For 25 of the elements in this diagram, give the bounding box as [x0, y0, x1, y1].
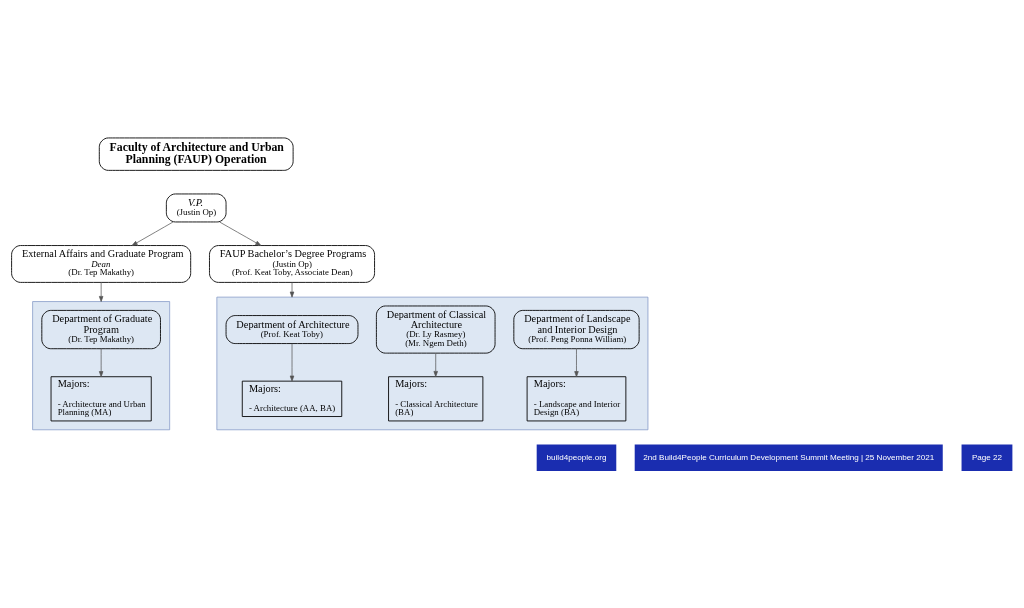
label: Page 22	[971, 452, 1003, 462]
node-box: Majors: - Architecture (AA, BA)	[241, 380, 343, 417]
node-box: V.P. (Justin Op)	[165, 193, 227, 222]
node-box: Majors: - Classical Architecture (BA)	[388, 375, 484, 421]
node-box: Department of Graduate Program (Dr. Tep Makathy)	[41, 309, 161, 349]
node-box: Majors: - Architecture and Urban Planning (MA)	[50, 375, 152, 421]
node-box: Department of Classical Architecture (Dr. Ly Rasmey) (Mr. Ngem Deth)	[375, 305, 496, 354]
node-box: External Affairs and Graduate Program Dean (Dr. Tep Makathy)	[11, 244, 192, 283]
node-box: Majors: - Landscape and Interior Design (BA)	[526, 375, 627, 421]
cluster	[32, 300, 171, 430]
arrow	[433, 352, 438, 377]
arrow	[98, 281, 104, 302]
node-box: Department of Architecture (Prof. Keat Toby)	[225, 314, 359, 344]
node-box: FAUP Bachelor’s Degree Programs (Justin Op) (Prof. Keat Toby, Associate Dean)	[209, 244, 375, 283]
arrow	[574, 347, 579, 377]
arrow	[289, 342, 295, 381]
arrow	[219, 221, 262, 246]
cluster	[216, 296, 649, 430]
label: build4people.org	[546, 452, 607, 462]
arrow	[131, 221, 174, 246]
node-box: Department of Landscape and Interior Design (Prof. Peng Ponna William)	[513, 309, 640, 349]
label: 2nd Build4People Curriculum Development Summit Meeting | 25 November 2021	[643, 452, 935, 462]
arrow	[98, 347, 104, 377]
node-box: Faculty of Architecture and Urban Planning (FAUP) Operation	[98, 137, 294, 171]
arrow	[289, 281, 295, 297]
